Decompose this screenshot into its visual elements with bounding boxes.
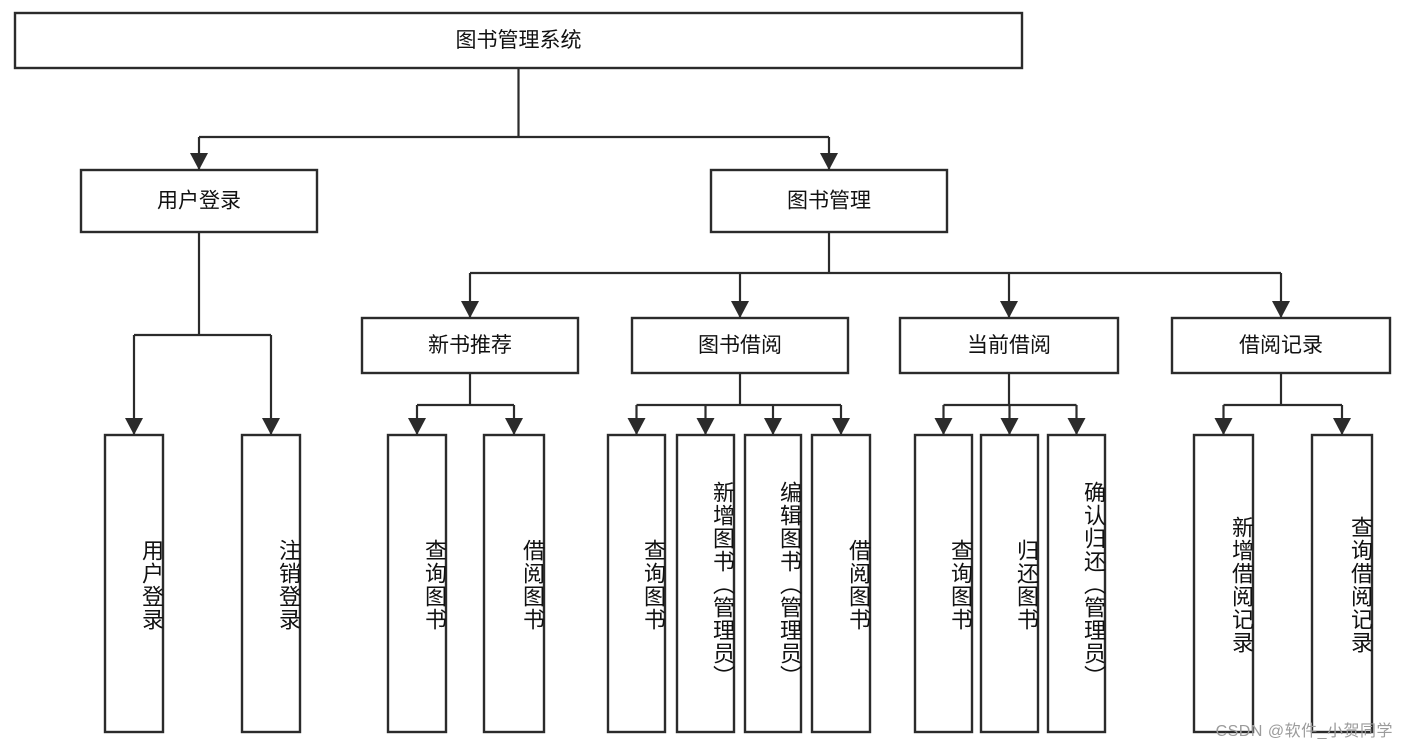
g0-arrow-1: [505, 418, 523, 435]
level2-node-1[interactable]: [709, 168, 949, 234]
manage-arrow-0: [461, 301, 479, 318]
leaf-node-3[interactable]: [482, 433, 546, 734]
level2-node-1-label: 图书管理: [787, 190, 871, 213]
root-arrow-0: [190, 153, 208, 170]
g1-arrow-2: [764, 418, 782, 435]
leaf-node-5[interactable]: [675, 433, 736, 734]
leaf-node-6[interactable]: [743, 433, 803, 734]
g1-arrow-0: [627, 418, 646, 435]
level3-node-2-label: 当前借阅: [967, 334, 1051, 357]
g2-arrow-2: [1067, 418, 1086, 435]
g0-arrow-0: [408, 418, 426, 435]
g1-arrow-3: [832, 418, 850, 435]
login-arrow-0: [125, 418, 143, 435]
root-node[interactable]: [13, 11, 1024, 70]
g3-arrow-0: [1214, 418, 1233, 435]
level3-node-1-label: 图书借阅: [698, 334, 782, 357]
manage-arrow-3: [1272, 301, 1290, 318]
leaf-node-10[interactable]: [1046, 433, 1107, 734]
level2-node-0-label: 用户登录: [157, 190, 241, 213]
manage-arrow-1: [731, 301, 749, 318]
leaf-node-11[interactable]: [1192, 433, 1255, 734]
connector-layer: [125, 68, 1351, 435]
level3-node-0[interactable]: [360, 316, 580, 375]
level3-node-1[interactable]: [630, 316, 850, 375]
root-node-label: 图书管理系统: [456, 29, 582, 52]
leaf-node-8[interactable]: [913, 433, 974, 734]
login-arrow-1: [262, 418, 280, 435]
g1-arrow-1: [696, 418, 715, 435]
level3-node-0-label: 新书推荐: [428, 334, 512, 357]
leaf-node-12[interactable]: [1310, 433, 1374, 734]
root-arrow-1: [820, 153, 838, 170]
level3-node-2[interactable]: [898, 316, 1120, 375]
level3-node-3-label: 借阅记录: [1239, 334, 1323, 357]
g3-arrow-1: [1333, 418, 1351, 435]
g2-arrow-0: [934, 418, 953, 435]
leaf-node-7[interactable]: [810, 433, 872, 734]
watermark: CSDN @软件_小贺同学: [1215, 723, 1393, 740]
leaf-node-1[interactable]: [240, 433, 302, 734]
g2-arrow-1: [1000, 418, 1019, 435]
manage-arrow-2: [1000, 301, 1018, 318]
level3-node-3[interactable]: [1170, 316, 1392, 375]
leaf-node-9[interactable]: [979, 433, 1040, 734]
leaf-node-0[interactable]: [103, 433, 165, 734]
level2-node-0[interactable]: [79, 168, 319, 234]
leaf-node-4[interactable]: [606, 433, 667, 734]
leaf-node-2[interactable]: [386, 433, 448, 734]
